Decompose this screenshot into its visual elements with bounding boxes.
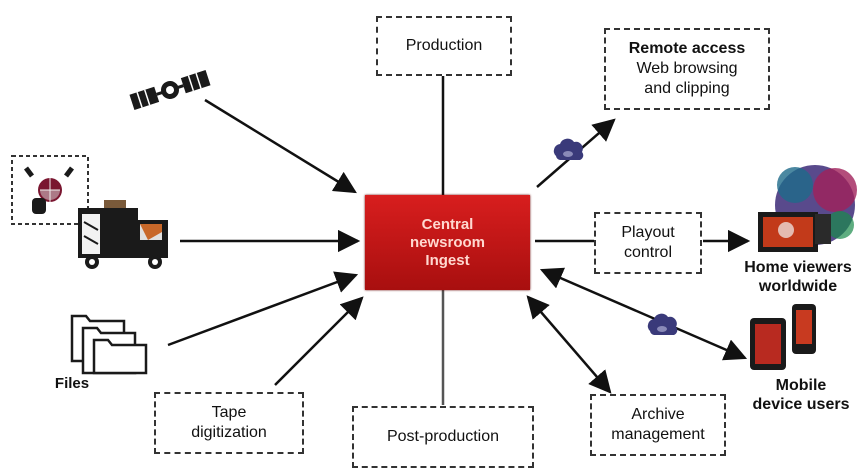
tape-line-2: digitization [191, 424, 267, 441]
cloud-icon [553, 138, 584, 160]
remote-access-title: Remote access [628, 40, 746, 57]
mobile-line-2: device users [752, 396, 850, 413]
post-production-box: Post-production [352, 406, 534, 468]
tape-digitization-box: Tape digitization [154, 392, 304, 454]
home-viewers-line-1: Home viewers [744, 259, 852, 276]
arrow-tape-to-central [274, 296, 364, 386]
arrow-files-to-central [167, 271, 359, 347]
production-label: Production [405, 37, 483, 54]
satellite-dish-icon [11, 155, 89, 225]
central-line-1: Central [421, 215, 474, 233]
central-line-2: newsroom [409, 233, 485, 251]
remote-access-box: Remote access Web browsing and clipping [604, 28, 770, 110]
playout-line-2: control [623, 244, 673, 261]
mobile-users-label: Mobile device users [740, 376, 862, 414]
playout-control-box: Playout control [594, 212, 702, 274]
playout-line-1: Playout [621, 224, 675, 241]
post-production-label: Post-production [386, 428, 500, 445]
mobile-devices-icon [750, 304, 816, 370]
central-line-3: Ingest [425, 251, 470, 269]
tape-line-1: Tape [211, 404, 247, 421]
files-label: Files [54, 375, 90, 392]
broadcast-truck-icon [78, 200, 168, 269]
central-newsroom-box: Central newsroom Ingest [365, 195, 530, 290]
files-icon [70, 314, 148, 375]
satellite-icon [129, 70, 211, 110]
mobile-line-1: Mobile [775, 377, 827, 394]
arrow-mobile-to-central [539, 267, 748, 361]
arrow-central-to-archive [526, 295, 612, 394]
remote-access-line-1: Web browsing [636, 60, 738, 77]
remote-access-line-2: and clipping [644, 80, 730, 97]
production-box: Production [376, 16, 512, 76]
home-viewers-line-2: worldwide [758, 278, 838, 295]
archive-management-box: Archive management [590, 394, 726, 456]
arrow-satellite-to-central [204, 98, 357, 194]
archive-line-1: Archive [631, 406, 685, 423]
television-icon [758, 165, 857, 252]
cloud-icon [647, 313, 678, 335]
archive-line-2: management [611, 426, 705, 443]
connectors [167, 70, 751, 405]
home-viewers-label: Home viewers worldwide [736, 258, 860, 296]
